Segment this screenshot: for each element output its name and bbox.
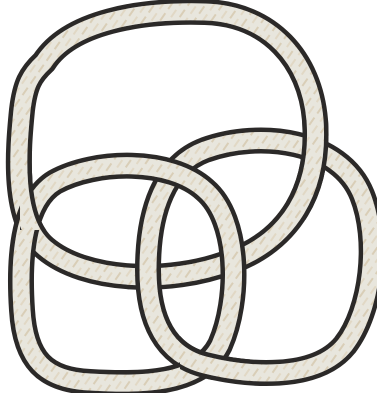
interlocking-rings-illustration xyxy=(0,0,377,393)
canvas xyxy=(0,0,377,393)
